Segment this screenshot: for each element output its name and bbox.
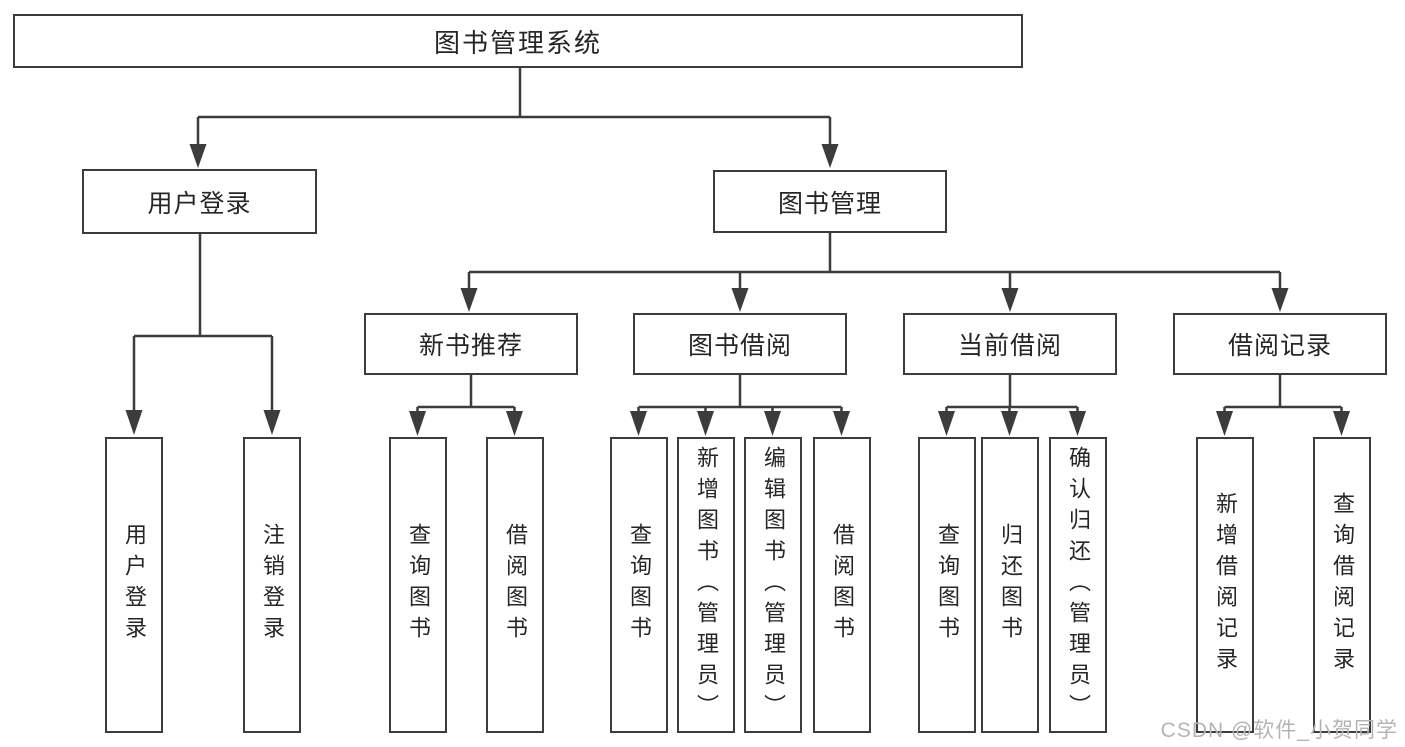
leaf-user-login-label: 用户登录 — [122, 523, 147, 647]
node-user-login-label: 用户登录 — [147, 189, 252, 218]
leaf-rec-borrow-book-label: 借阅图书 — [503, 523, 528, 647]
leaf-cb-query-book: 查询图书 — [918, 437, 976, 733]
leaf-logout-label: 注销登录 — [260, 523, 285, 647]
leaf-cb-confirm-return-label: 确认归还（管理员） — [1066, 445, 1091, 725]
leaf-br-query-record: 查询借阅记录 — [1313, 437, 1371, 733]
node-root-label: 图书管理系统 — [433, 27, 602, 58]
leaf-bb-edit-book-label: 编辑图书（管理员） — [761, 445, 786, 725]
leaf-rec-query-book: 查询图书 — [389, 437, 447, 733]
node-book-borrow-label: 图书借阅 — [687, 332, 792, 360]
node-book-management-label: 图书管理 — [777, 189, 882, 218]
leaf-bb-query-book-label: 查询图书 — [627, 523, 652, 647]
leaf-bb-borrow-book: 借阅图书 — [813, 437, 871, 733]
leaf-bb-query-book: 查询图书 — [610, 437, 668, 733]
node-root: 图书管理系统 — [13, 14, 1023, 68]
node-current-borrow-label: 当前借阅 — [957, 332, 1062, 360]
node-book-management: 图书管理 — [713, 170, 947, 233]
leaf-br-add-record: 新增借阅记录 — [1196, 437, 1254, 733]
node-new-book-recommend-label: 新书推荐 — [418, 332, 523, 360]
leaf-bb-add-book-label: 新增图书（管理员） — [694, 445, 719, 725]
leaf-br-add-record-label: 新增借阅记录 — [1213, 492, 1238, 678]
leaf-br-query-record-label: 查询借阅记录 — [1330, 492, 1355, 678]
node-borrow-record-label: 借阅记录 — [1227, 332, 1332, 360]
node-new-book-recommend: 新书推荐 — [364, 313, 578, 375]
leaf-user-login: 用户登录 — [105, 437, 163, 733]
node-user-login: 用户登录 — [82, 169, 317, 234]
leaf-cb-confirm-return: 确认归还（管理员） — [1049, 437, 1107, 733]
leaf-cb-return-book: 归还图书 — [981, 437, 1039, 733]
node-current-borrow: 当前借阅 — [903, 313, 1117, 375]
leaf-rec-query-book-label: 查询图书 — [406, 523, 431, 647]
leaf-logout: 注销登录 — [243, 437, 301, 733]
leaf-rec-borrow-book: 借阅图书 — [486, 437, 544, 733]
node-borrow-record: 借阅记录 — [1173, 313, 1387, 375]
leaf-bb-edit-book: 编辑图书（管理员） — [744, 437, 802, 733]
leaf-bb-borrow-book-label: 借阅图书 — [830, 523, 855, 647]
leaf-cb-return-book-label: 归还图书 — [998, 523, 1023, 647]
leaf-bb-add-book: 新增图书（管理员） — [677, 437, 735, 733]
leaf-cb-query-book-label: 查询图书 — [935, 523, 960, 647]
node-book-borrow: 图书借阅 — [633, 313, 847, 375]
